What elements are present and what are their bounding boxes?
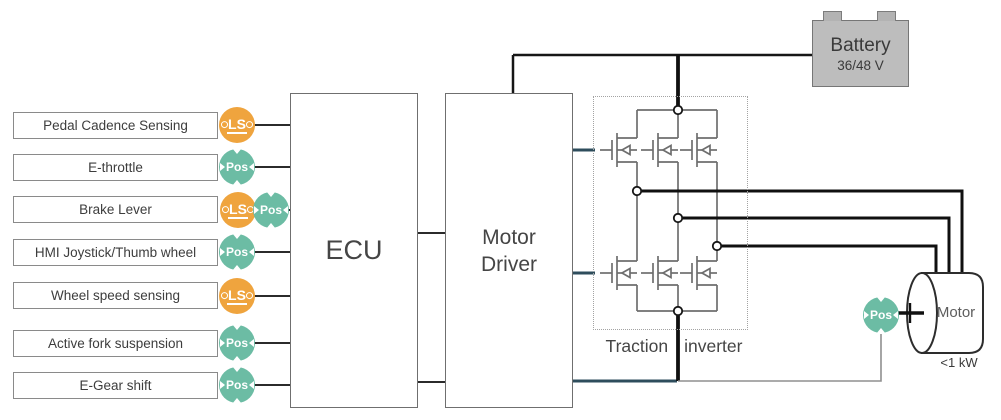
pos-arrow-icon (249, 381, 254, 389)
ls-ring-icon (246, 292, 253, 300)
pos-notch-icon (232, 265, 242, 271)
input-label: Wheel speed sensing (50, 288, 181, 303)
pos-arrow-icon (219, 339, 225, 347)
badge-label: Pos (869, 308, 892, 322)
sensor-loop-line (678, 334, 882, 382)
input-box-e-gear-shift: E-Gear shift (13, 372, 218, 399)
badge-label: LS (228, 200, 248, 219)
input-label: Pedal Cadence Sensing (43, 118, 188, 133)
brake-lever-pos-badge: Pos (253, 191, 289, 229)
pos-arrow-icon (863, 311, 869, 319)
pos-arrow-icon (219, 381, 225, 389)
badge-label: Pos (259, 203, 282, 217)
input-box-brake-lever: Brake Lever (13, 196, 218, 223)
brake-lever-ls-badge: LS (220, 192, 256, 228)
pos-notch-icon (266, 223, 276, 229)
wheel-speed-ls-badge: LS (219, 278, 255, 314)
input-box-pedal-cadence: Pedal Cadence Sensing (13, 112, 218, 139)
hmi-joystick-pos-badge: Pos (219, 233, 255, 271)
traction-inverter-word1: Traction (605, 336, 669, 356)
pos-arrow-icon (219, 163, 225, 171)
pos-notch-icon (876, 328, 886, 334)
gate-drive-lines (573, 148, 677, 383)
pos-arrow-icon (283, 206, 288, 214)
pos-arrow-icon (249, 339, 254, 347)
pos-arrow-icon (253, 206, 259, 214)
input-box-e-throttle: E-throttle (13, 154, 218, 181)
ls-ring-icon (221, 121, 228, 129)
input-box-wheel-speed: Wheel speed sensing (13, 282, 218, 309)
input-label: Active fork suspension (47, 336, 184, 351)
ecu-block: ECU (290, 93, 418, 408)
battery-voltage: 36/48 V (837, 57, 884, 73)
motor-label: Motor (936, 304, 976, 321)
battery-title: Battery (830, 34, 891, 56)
input-label: Brake Lever (79, 202, 152, 217)
motor-driver-block: Motor Driver (445, 93, 573, 408)
pos-notch-icon (232, 398, 242, 404)
battery-wires (511, 53, 812, 107)
pos-notch-icon (232, 366, 242, 372)
shaft-icon (897, 303, 924, 323)
pos-notch-icon (232, 233, 242, 239)
battery-block: Battery 36/48 V (812, 11, 909, 87)
ecu-label: ECU (325, 235, 383, 265)
battery-terminal-icon (877, 11, 896, 21)
pos-arrow-icon (249, 163, 254, 171)
pos-arrow-icon (249, 248, 254, 256)
badge-label: Pos (225, 336, 248, 350)
input-label: HMI Joystick/Thumb wheel (34, 245, 197, 260)
e-gear-pos-badge: Pos (219, 366, 255, 404)
motor-power-rating: <1 kW (940, 355, 978, 370)
badge-label: LS (227, 115, 247, 134)
pos-notch-icon (232, 180, 242, 186)
input-label: E-throttle (88, 160, 143, 175)
junction-nodes (631, 104, 723, 317)
pos-notch-icon (232, 356, 242, 362)
fork-suspension-pos-badge: Pos (219, 324, 255, 362)
ls-ring-icon (222, 206, 229, 214)
traction-inverter-frame (593, 96, 748, 330)
input-box-hmi-joystick: HMI Joystick/Thumb wheel (13, 239, 218, 266)
traction-inverter-word2: inverter (684, 336, 743, 356)
ls-ring-icon (246, 121, 253, 129)
badge-label: LS (227, 286, 247, 305)
pedal-cadence-ls-badge: LS (219, 107, 255, 143)
badge-label: Pos (225, 245, 248, 259)
motor-pos-badge: Pos (863, 296, 899, 334)
ecu-md-links (418, 232, 445, 383)
input-label: E-Gear shift (79, 378, 152, 393)
pos-arrow-icon (219, 248, 225, 256)
badge-label: Pos (225, 378, 248, 392)
phase-lines (637, 189, 964, 275)
traction-inverter-label: Traction inverter (585, 336, 763, 357)
e-throttle-pos-badge: Pos (219, 148, 255, 186)
pos-notch-icon (266, 191, 276, 197)
ls-ring-icon (221, 292, 228, 300)
badge-label: Pos (225, 160, 248, 174)
motor-driver-label: Motor Driver (481, 225, 537, 276)
input-box-fork-suspension: Active fork suspension (13, 330, 218, 357)
battery-terminal-icon (823, 11, 842, 21)
pos-arrow-icon (893, 311, 898, 319)
pos-notch-icon (876, 296, 886, 302)
pos-notch-icon (232, 324, 242, 330)
pos-notch-icon (232, 148, 242, 154)
